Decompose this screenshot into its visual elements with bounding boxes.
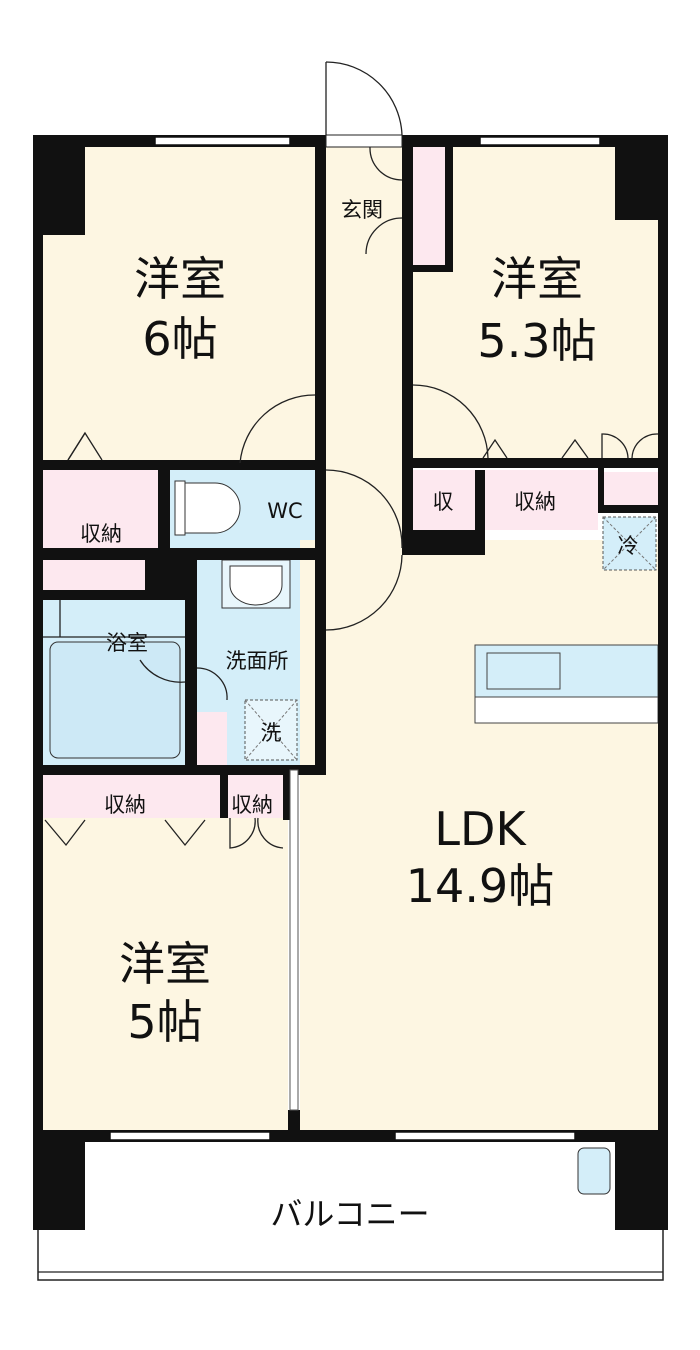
storage-corner (602, 472, 658, 505)
wash-storage (197, 712, 227, 765)
balcony-area (37, 1139, 664, 1281)
balcony-label: バルコニー (270, 1195, 429, 1233)
faucet-icon (577, 1147, 611, 1195)
fridge-label: 冷 (618, 534, 639, 558)
window (109, 1131, 271, 1141)
storage-bottom-left (43, 775, 220, 818)
room-size: 14.9帖 (406, 859, 554, 913)
door-swing[interactable] (412, 384, 489, 459)
room-name: 洋室 (134, 252, 226, 306)
storage-left (43, 470, 158, 590)
storage-label: 収納 (514, 490, 556, 514)
door-swing[interactable] (325, 469, 403, 549)
storage-label: 収納 (231, 793, 273, 817)
bathtub-icon (49, 641, 181, 759)
wc-label: WC (267, 499, 302, 523)
storage-label: 収納 (80, 522, 122, 546)
room-size: 5.3帖 (477, 314, 596, 368)
washroom-label: 洗面所 (226, 649, 289, 673)
shoe-closet (413, 147, 445, 265)
window (479, 136, 601, 146)
storage-label: 収納 (104, 793, 146, 817)
washer-label: 洗 (261, 721, 282, 745)
fridge-space (602, 516, 657, 571)
entrance-label: 玄関 (341, 198, 383, 222)
room-size: 5帖 (127, 995, 202, 1049)
storage-right (485, 470, 598, 530)
sliding-partition[interactable] (289, 769, 299, 1111)
door-swing[interactable] (325, 554, 403, 631)
sink-icon (221, 559, 291, 609)
room-name: 洋室 (119, 937, 211, 991)
storage-label: 収 (433, 490, 454, 514)
kitchen-counter (474, 644, 659, 724)
room-size: 6帖 (142, 312, 217, 366)
room-name: 洋室 (491, 252, 583, 306)
room-western-5 (43, 818, 288, 1130)
toilet-icon (174, 480, 241, 536)
entrance-door[interactable] (325, 61, 403, 148)
door-swing[interactable] (239, 394, 316, 464)
window (154, 136, 291, 146)
storage-right-small (413, 470, 475, 530)
storage-bottom-small (228, 775, 283, 818)
room-name: LDK (434, 802, 527, 856)
bath-label: 浴室 (106, 631, 148, 655)
washer-space (244, 699, 298, 761)
window (394, 1131, 576, 1141)
